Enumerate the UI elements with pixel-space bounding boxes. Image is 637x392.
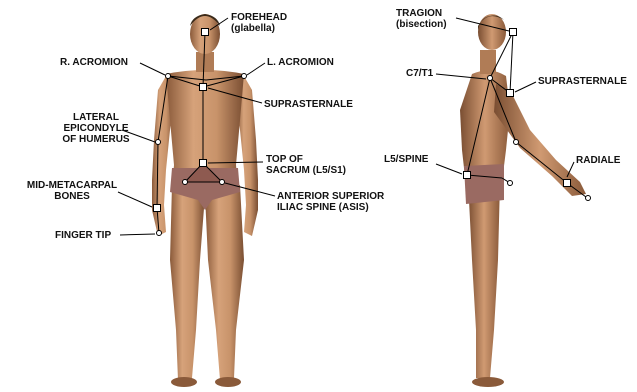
landmark-labels: FOREHEAD (glabella) R. ACROMION L. ACROM…: [27, 8, 627, 241]
label-forehead: FOREHEAD: [231, 12, 287, 23]
label-suprasternale-front: SUPRASTERNALE: [264, 99, 353, 110]
label-mid-metacarpal-1: MID-METACARPAL: [27, 180, 117, 191]
l5-spine-marker: [464, 172, 471, 179]
front-human-figure: [152, 14, 258, 387]
side-suprasternale-marker: [507, 90, 514, 97]
radiale-marker: [564, 180, 571, 187]
forehead-marker: [202, 29, 209, 36]
label-finger-tip: FINGER TIP: [55, 230, 111, 241]
label-forehead-sub: (glabella): [231, 23, 275, 34]
mid-metacarpal-marker: [154, 205, 161, 212]
label-lateral-3: OF HUMERUS: [62, 134, 130, 145]
label-l-acromion: L. ACROMION: [267, 57, 334, 68]
label-asis-2: ILIAC SPINE (ASIS): [277, 202, 369, 213]
sacrum-marker: [200, 160, 207, 167]
label-c7-t1: C7/T1: [406, 68, 434, 79]
label-l5-spine: L5/SPINE: [384, 154, 429, 165]
r-asis-marker: [183, 180, 188, 185]
l-asis-marker: [220, 180, 225, 185]
label-tragion: TRAGION: [396, 8, 442, 19]
side-asis-marker: [508, 181, 513, 186]
side-elbow-marker: [514, 140, 519, 145]
label-lateral-1: LATERAL: [73, 112, 119, 123]
label-tragion-sub: (bisection): [396, 19, 447, 30]
label-asis-1: ANTERIOR SUPERIOR: [277, 191, 385, 202]
label-lateral-2: EPICONDYLE: [63, 123, 128, 134]
label-suprasternale-side: SUPRASTERNALE: [538, 76, 627, 87]
side-finger-tip-marker: [586, 196, 591, 201]
r-acromion-marker: [166, 74, 171, 79]
finger-tip-marker: [157, 231, 162, 236]
label-mid-metacarpal-2: BONES: [54, 191, 90, 202]
tragion-marker: [510, 29, 517, 36]
c7-t1-marker: [488, 76, 493, 81]
l-acromion-marker: [242, 74, 247, 79]
label-top-sacrum-2: SACRUM (L5/S1): [266, 165, 346, 176]
lateral-epicondyle-marker: [156, 140, 161, 145]
label-radiale: RADIALE: [576, 155, 621, 166]
label-top-sacrum-1: TOP OF: [266, 154, 303, 165]
suprasternale-marker: [200, 84, 207, 91]
label-r-acromion: R. ACROMION: [60, 57, 128, 68]
side-human-figure: [460, 14, 586, 387]
